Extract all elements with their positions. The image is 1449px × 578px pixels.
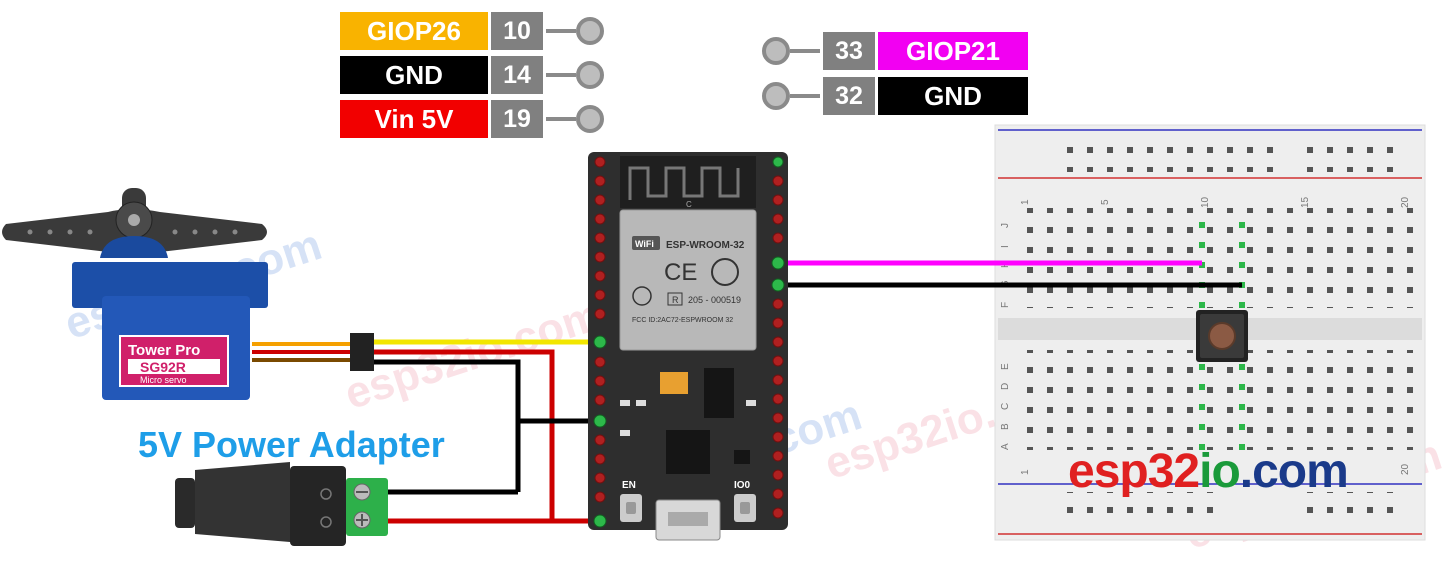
brand-logo: esp32io.com: [1068, 444, 1349, 499]
breadboard-row-label: J: [1000, 223, 1011, 228]
servo-model: SG92R: [140, 359, 186, 375]
wire-vin: [374, 349, 555, 521]
ce-mark: CE: [664, 259, 697, 286]
breadboard-col-label: 20: [1400, 196, 1411, 208]
pin-stub: [790, 94, 820, 98]
pin-legend-gnd-right: 32 GND: [762, 77, 1028, 115]
wires: [252, 260, 1242, 524]
breadboard-row-label: B: [1000, 423, 1011, 430]
breadboard-col-label: 20: [1400, 463, 1411, 475]
pin-number: 19: [491, 100, 543, 138]
pin-legend-vin: Vin 5V 19: [340, 100, 604, 138]
pin-label: Vin 5V: [340, 100, 488, 138]
pin-label: GND: [878, 77, 1028, 115]
pin-dot-icon: [576, 61, 604, 89]
breadboard-col-label: 1: [1020, 199, 1031, 205]
module-name: ESP-WROOM-32: [666, 240, 745, 251]
pin-number: 32: [823, 77, 875, 115]
breadboard-col-label: 15: [1300, 196, 1311, 208]
breadboard-row-label: F: [1000, 302, 1011, 308]
cert-logo-icon: [632, 286, 652, 306]
fcc-id: FCC ID:2AC72-ESPWROOM 32: [632, 317, 733, 324]
en-button-label: EN: [622, 480, 636, 491]
servo-type: Micro servo: [140, 375, 187, 385]
pin-number: 33: [823, 32, 875, 70]
pin-legend-gnd: GND 14: [340, 56, 604, 94]
cert-number: 205 - 000519: [688, 295, 741, 305]
breadboard: 1 5 10 15 20 1 20 J I H G F E D C B A: [994, 124, 1426, 541]
breadboard-row-label: E: [1000, 363, 1011, 370]
pin-number: 10: [491, 12, 543, 50]
power-adapter-jack: [175, 462, 388, 546]
r-mark: R: [672, 295, 679, 305]
push-button: [1196, 310, 1248, 362]
brand-part: esp32: [1068, 445, 1200, 498]
servo-motor: Tower Pro SG92R Micro servo: [2, 188, 268, 400]
io0-button-label: IO0: [734, 480, 751, 491]
brand-part: io: [1199, 445, 1241, 498]
breadboard-col-label: 1: [1020, 469, 1031, 475]
breadboard-col-label: 5: [1100, 199, 1111, 205]
breadboard-row-label: C: [1000, 403, 1011, 410]
breadboard-row-label: D: [1000, 383, 1011, 390]
pin-dot-icon: [576, 17, 604, 45]
pin-stub: [546, 29, 576, 33]
espressif-logo-icon: [711, 258, 739, 286]
pin-dot-icon: [576, 105, 604, 133]
pin-stub: [790, 49, 820, 53]
breadboard-row-label: I: [1000, 245, 1011, 248]
pin-legend-giop26: GIOP26 10: [340, 12, 604, 50]
pin-number: 14: [491, 56, 543, 94]
breadboard-row-label: A: [1000, 443, 1011, 450]
pin-stub: [546, 73, 576, 77]
esp32-board: C WiFi ESP-WROOM-32 CE R 205 - 000519 FC…: [588, 152, 788, 541]
power-adapter-title: 5V Power Adapter: [138, 424, 445, 465]
pin-label: GIOP21: [878, 32, 1028, 70]
pin-dot-icon: [762, 37, 790, 65]
pin-legend-giop21: 33 GIOP21: [762, 32, 1028, 70]
wifi-logo: WiFi: [635, 239, 654, 249]
wire-gnd-servo: [374, 359, 521, 492]
pin-stub: [546, 117, 576, 121]
c-mark: C: [686, 200, 692, 209]
servo-brand: Tower Pro: [128, 342, 200, 359]
pin-label: GND: [340, 56, 488, 94]
pin-dot-icon: [762, 82, 790, 110]
pin-label: GIOP26: [340, 12, 488, 50]
brand-part: .com: [1239, 445, 1349, 498]
breadboard-col-label: 10: [1200, 196, 1211, 208]
